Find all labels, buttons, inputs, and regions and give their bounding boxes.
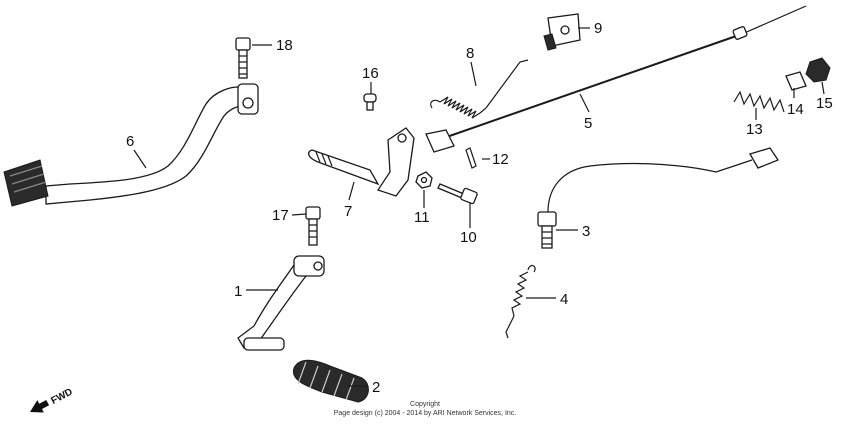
part-9-clip[interactable] <box>543 13 581 51</box>
part-11-nut[interactable] <box>415 171 433 189</box>
callout-13: 13 <box>746 121 763 138</box>
fwd-arrow-icon <box>30 399 50 413</box>
part-13-spring[interactable] <box>733 90 785 113</box>
part-5-brake-rod[interactable] <box>425 5 807 153</box>
part-14-collar[interactable] <box>785 71 807 91</box>
part-16-pin[interactable] <box>363 93 377 111</box>
callout-14: 14 <box>787 101 804 118</box>
copyright-line-2: Page design (c) 2004 - 2014 by ARI Netwo… <box>334 410 517 417</box>
fwd-label: FWD <box>49 387 74 407</box>
callout-6: 6 <box>126 133 134 150</box>
part-4-spring[interactable] <box>505 264 536 339</box>
callout-11: 11 <box>414 209 430 226</box>
copyright-line-1: Copyright <box>410 401 440 408</box>
part-8-spring[interactable] <box>430 59 529 119</box>
callout-18: 18 <box>276 37 293 54</box>
callout-9: 9 <box>594 20 602 37</box>
callout-4: 4 <box>560 291 568 308</box>
part-10-bolt[interactable] <box>437 183 478 205</box>
leader-lines <box>133 27 825 387</box>
callout-1: 1 <box>234 283 242 300</box>
callout-labels: 18 9 8 16 5 13 14 15 12 6 7 11 10 17 3 4… <box>126 20 833 396</box>
part-2-footpeg-rubber[interactable] <box>292 359 369 403</box>
fwd-direction-arrow: FWD <box>30 387 75 413</box>
part-12-cotter-pin[interactable] <box>465 147 477 169</box>
part-6-brake-pedal[interactable] <box>3 83 259 207</box>
part-7-brake-shaft[interactable] <box>307 127 415 197</box>
callout-8: 8 <box>466 45 474 62</box>
callout-5: 5 <box>584 115 592 132</box>
callout-3: 3 <box>582 223 590 240</box>
part-15-nut[interactable] <box>805 57 831 83</box>
part-18-bolt[interactable] <box>235 37 251 79</box>
part-17-bolt[interactable] <box>305 206 321 246</box>
callout-2: 2 <box>372 379 380 396</box>
part-1-step-bracket[interactable] <box>237 255 325 351</box>
part-3-brake-switch[interactable] <box>537 147 779 249</box>
callout-10: 10 <box>460 229 477 246</box>
callout-15: 15 <box>816 95 833 112</box>
callout-17: 17 <box>272 207 289 224</box>
callout-7: 7 <box>344 203 352 220</box>
callout-16: 16 <box>362 65 379 82</box>
callout-12: 12 <box>492 151 509 168</box>
